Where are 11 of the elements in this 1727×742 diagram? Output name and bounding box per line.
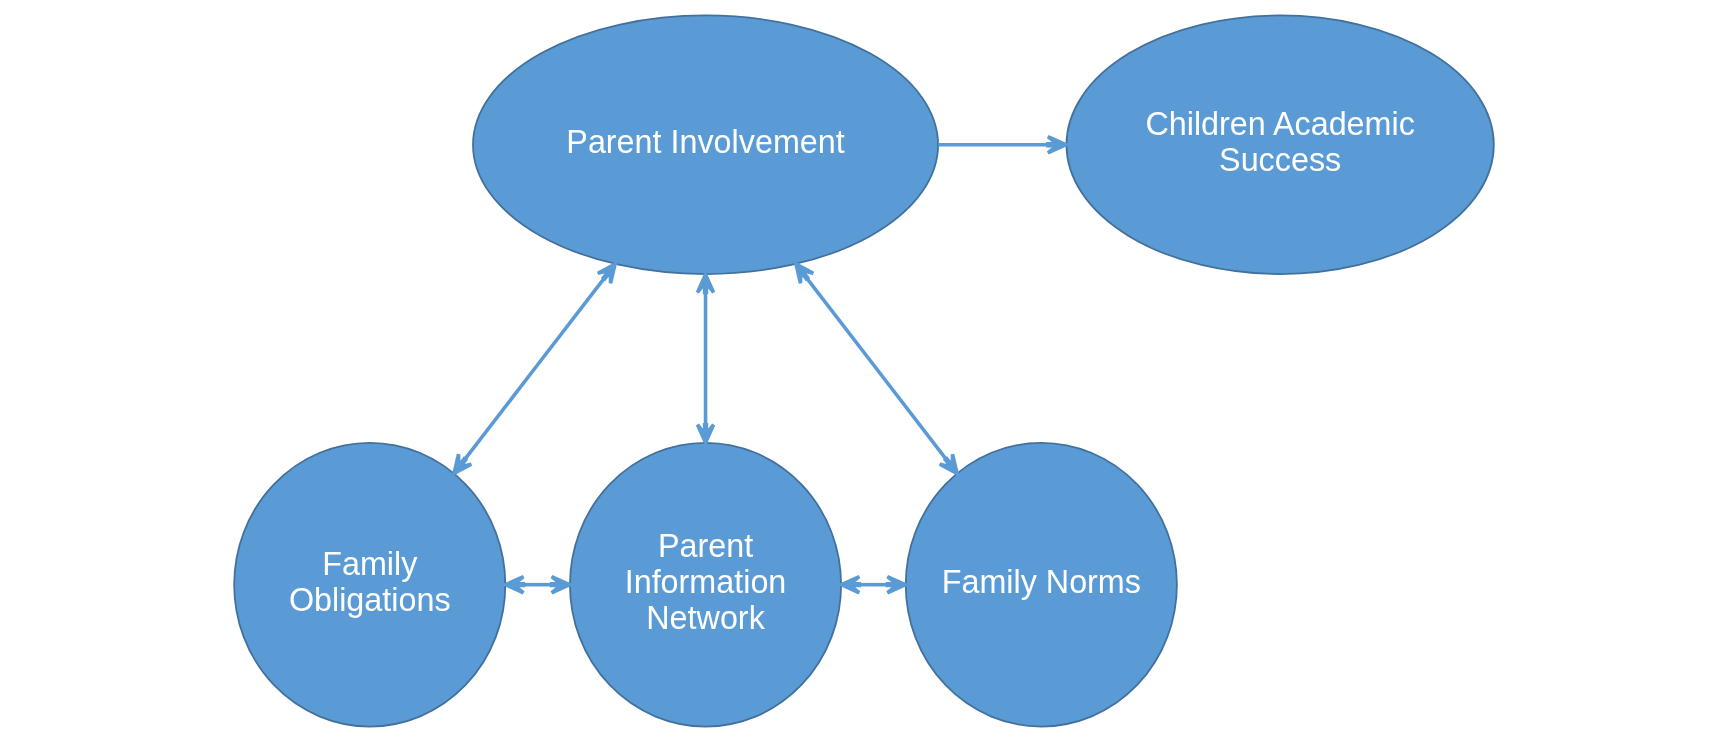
arrow xyxy=(839,574,907,595)
node-circle: Parent Information Network xyxy=(568,441,842,728)
arrow xyxy=(793,262,959,476)
node-circle: Family Obligations xyxy=(232,441,506,728)
arrow xyxy=(451,262,617,476)
arrow xyxy=(695,272,715,445)
arrow xyxy=(503,574,571,595)
node-circle: Family Norms xyxy=(904,441,1178,728)
node-ellipse: Children Academic Success xyxy=(1065,14,1495,275)
arrow xyxy=(937,134,1068,155)
node-ellipse: Parent Involvement xyxy=(471,14,939,275)
